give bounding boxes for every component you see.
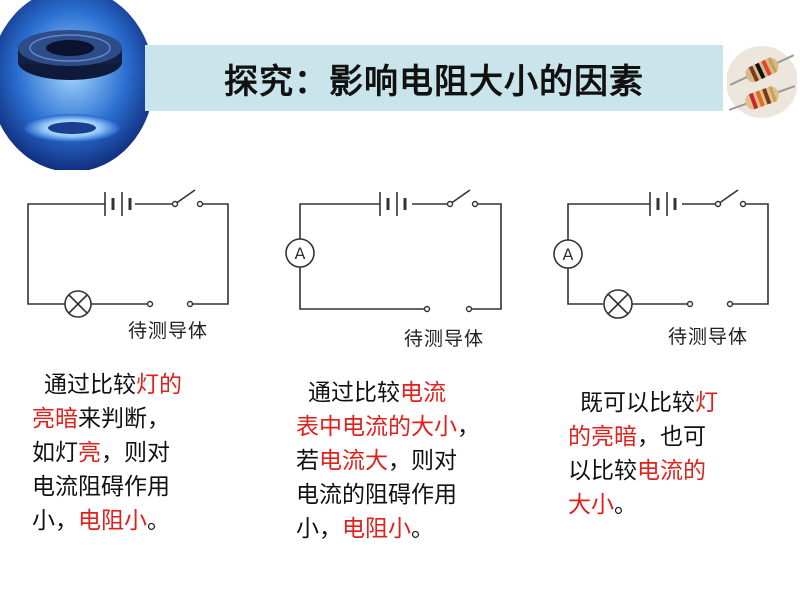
body-text: 电流阻碍作用 <box>32 474 170 500</box>
body-text: 以比较 <box>568 458 637 484</box>
highlight-text: 电阻小 <box>342 516 411 542</box>
page-title: 探究：影响电阻大小的因素 <box>224 61 644 102</box>
body-text: 小， <box>32 508 78 534</box>
conductor-label-2: 待测导体 <box>404 328 485 350</box>
circuit-diagram-2: A <box>285 189 502 313</box>
body-text: 既可以比较 <box>580 390 695 416</box>
description-line: 小，电阻小。 <box>32 504 252 538</box>
title-banner: 探究：影响电阻大小的因素 <box>145 45 723 111</box>
body-text: ， <box>457 414 480 440</box>
resistors-image <box>727 46 797 118</box>
glowing-ring-logo <box>0 0 150 170</box>
body-text: 如灯 <box>32 440 78 466</box>
body-text: 通过比较 <box>308 380 400 406</box>
highlight-text: 的亮暗 <box>568 424 637 450</box>
circuit-diagram-3: A <box>553 189 769 319</box>
body-text: 来判断， <box>78 406 170 432</box>
body-text: 通过比较 <box>44 372 136 398</box>
body-text: 电流的阻碍作用 <box>296 482 457 508</box>
description-2: 通过比较电流表中电流的大小，若电流大，则对电流的阻碍作用小，电阻小。 <box>296 376 546 546</box>
highlight-text: 电流大 <box>319 448 388 474</box>
body-text: ，则对 <box>101 440 170 466</box>
description-line: 以比较电流的 <box>568 454 778 488</box>
description-1: 通过比较灯的亮暗来判断，如灯亮，则对电流阻碍作用小，电阻小。 <box>32 368 252 538</box>
highlight-text: 表中电流的大小 <box>296 414 457 440</box>
description-line: 如灯亮，则对 <box>32 436 252 470</box>
highlight-text: 电阻小 <box>78 508 147 534</box>
ammeter-symbol-3: A <box>563 245 574 264</box>
description-line: 电流阻碍作用 <box>32 470 252 504</box>
body-text: 小， <box>296 516 342 542</box>
description-line: 表中电流的大小， <box>296 410 546 444</box>
body-text: ，则对 <box>388 448 457 474</box>
highlight-text: 电流的 <box>637 458 706 484</box>
description-line: 的亮暗，也可 <box>568 420 778 454</box>
body-text: 。 <box>614 492 637 518</box>
highlight-text: 亮暗 <box>32 406 78 432</box>
conductor-label-1: 待测导体 <box>128 320 209 342</box>
body-text: 若 <box>296 448 319 474</box>
description-line: 通过比较灯的 <box>32 368 252 402</box>
body-text: 。 <box>147 508 170 534</box>
description-line: 通过比较电流 <box>296 376 546 410</box>
ammeter-symbol-2: A <box>295 244 306 263</box>
description-line: 既可以比较灯 <box>568 386 778 420</box>
description-line: 若电流大，则对 <box>296 444 546 478</box>
highlight-text: 灯 <box>695 390 718 416</box>
highlight-text: 亮 <box>78 440 101 466</box>
description-3: 既可以比较灯的亮暗，也可以比较电流的大小。 <box>568 386 778 522</box>
highlight-text: 大小 <box>568 492 614 518</box>
circuit-diagram-1 <box>27 189 229 318</box>
description-line: 电流的阻碍作用 <box>296 478 546 512</box>
body-text: 。 <box>411 516 434 542</box>
highlight-text: 电流 <box>400 380 446 406</box>
description-line: 亮暗来判断， <box>32 402 252 436</box>
body-text: ，也可 <box>637 424 706 450</box>
highlight-text: 灯的 <box>136 372 182 398</box>
conductor-label-3: 待测导体 <box>668 326 749 348</box>
description-line: 大小。 <box>568 488 778 522</box>
description-line: 小，电阻小。 <box>296 512 546 546</box>
